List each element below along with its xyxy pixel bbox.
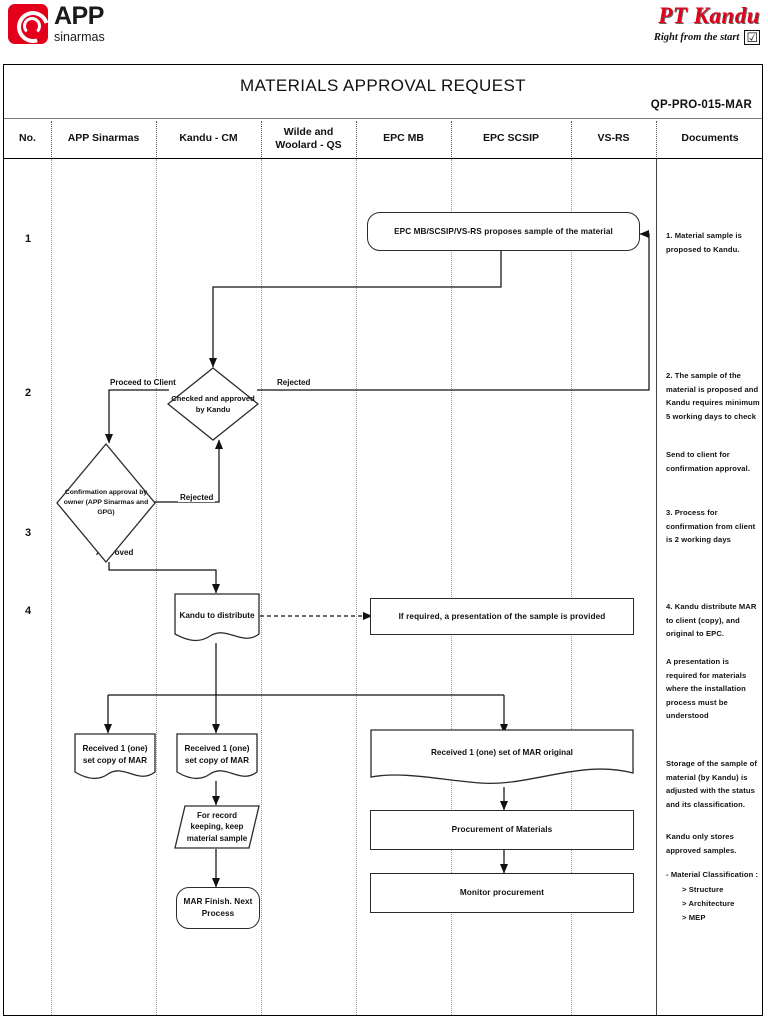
document-note-2: 2. The sample of the material is propose… (666, 371, 760, 421)
edge-label-rejected-owner: Rejected (178, 493, 216, 502)
row-number-2: 2 (24, 387, 32, 399)
column-header-wilde-woolard: Wilde and Woolard - QS (275, 125, 342, 151)
header-divider (156, 121, 157, 157)
flowchart-sheet: MATERIALS APPROVAL REQUEST QP-PRO-015-MA… (3, 64, 763, 1016)
node-procurement-of-materials[interactable]: Procurement of Materials (370, 810, 634, 850)
node-label: Received 1 (one) set copy of MAR (184, 743, 250, 765)
document-note-4: 3. Process for confirmation from client … (666, 508, 756, 545)
node-checked-approved-by-kandu[interactable]: Checked and approved by Kandu (167, 367, 259, 441)
node-label: Checked and approved by Kandu (171, 394, 255, 414)
node-received-original-epc[interactable]: Received 1 (one) set of MAR original (370, 729, 634, 789)
node-label: Kandu to distribute (179, 611, 255, 621)
document-note-6: A presentation is required for materials… (666, 657, 747, 721)
node-confirmation-approval-owner[interactable]: Confirmation approval by owner (APP Sina… (56, 443, 156, 563)
column-divider (571, 159, 572, 1015)
column-divider (356, 159, 357, 1015)
checkbox-icon: ☑ (744, 30, 760, 45)
node-record-keeping[interactable]: For record keeping, keep material sample (174, 805, 260, 849)
node-label: Confirmation approval by owner (APP Sina… (63, 489, 149, 516)
header-divider (51, 121, 52, 157)
column-header-row: No. APP Sinarmas Kandu - CM Wilde and Wo… (4, 119, 762, 159)
document-code: QP-PRO-015-MAR (650, 99, 752, 111)
node-label: Received 1 (one) set copy of MAR (82, 743, 148, 765)
document-note-11: > Architecture (682, 899, 735, 908)
node-monitor-procurement[interactable]: Monitor procurement (370, 873, 634, 913)
header-divider (451, 121, 452, 157)
document-note-12: > MEP (682, 913, 706, 922)
node-mar-finish[interactable]: MAR Finish. Next Process (176, 887, 260, 929)
node-label: For record keeping, keep material sample (186, 810, 248, 843)
column-divider (156, 159, 157, 1015)
node-received-copy-app[interactable]: Received 1 (one) set copy of MAR (74, 733, 156, 783)
title-band: MATERIALS APPROVAL REQUEST QP-PRO-015-MA… (4, 65, 762, 119)
header-divider (571, 121, 572, 157)
pt-kandu-logo: PT Kandu Right from the start ☑ (654, 3, 760, 45)
node-kandu-to-distribute[interactable]: Kandu to distribute (174, 593, 260, 645)
column-divider (451, 159, 452, 1015)
header-divider (261, 121, 262, 157)
app-logo-wordmark: APP (54, 2, 104, 31)
node-propose-sample[interactable]: EPC MB/SCSIP/VS-RS proposes sample of th… (367, 212, 640, 251)
column-header-no: No. (19, 132, 36, 145)
document-note-10: > Structure (682, 885, 724, 894)
edge-label-rejected-kandu: Rejected (275, 378, 313, 387)
document-note-1: 1. Material sample is proposed to Kandu. (666, 231, 742, 254)
column-header-vs-rs: VS-RS (597, 132, 630, 145)
kandu-logo-wordmark: PT Kandu (658, 3, 760, 28)
app-sinarmas-logo: APP sinarmas (8, 4, 105, 44)
column-divider (261, 159, 262, 1015)
document-note-7: Storage of the sample of material (by Ka… (666, 759, 758, 809)
app-logo-subtext: sinarmas (54, 30, 105, 45)
column-header-epc-scsip: EPC SCSIP (482, 132, 540, 145)
node-received-copy-kandu[interactable]: Received 1 (one) set copy of MAR (176, 733, 258, 783)
document-note-3: Send to client for confirmation approval… (666, 450, 751, 473)
document-note-9: - Material Classification : (666, 870, 759, 879)
document-note-8: Kandu only stores approved samples. (666, 832, 737, 855)
column-divider (51, 159, 52, 1015)
letterhead: APP sinarmas PT Kandu Right from the sta… (0, 0, 768, 62)
row-number-3: 3 (24, 527, 32, 539)
node-label: Received 1 (one) set of MAR original (431, 748, 573, 758)
column-header-documents: Documents (681, 132, 739, 145)
header-divider (356, 121, 357, 157)
app-logo-icon (8, 4, 48, 44)
column-header-kandu-cm: Kandu - CM (179, 132, 238, 145)
header-divider (656, 121, 657, 157)
documents-column-divider (656, 159, 657, 1015)
edge-label-proceed-to-client: Proceed to Client (108, 378, 178, 387)
page-title: MATERIALS APPROVAL REQUEST (240, 76, 526, 95)
row-number-4: 4 (24, 605, 32, 617)
row-number-1: 1 (24, 233, 32, 245)
document-note-5: 4. Kandu distribute MAR to client (copy)… (666, 602, 757, 639)
kandu-tagline: Right from the start (653, 32, 740, 43)
node-presentation-if-required[interactable]: If required, a presentation of the sampl… (370, 598, 634, 635)
column-header-epc-mb: EPC MB (383, 132, 424, 145)
column-header-app: APP Sinarmas (67, 132, 140, 145)
